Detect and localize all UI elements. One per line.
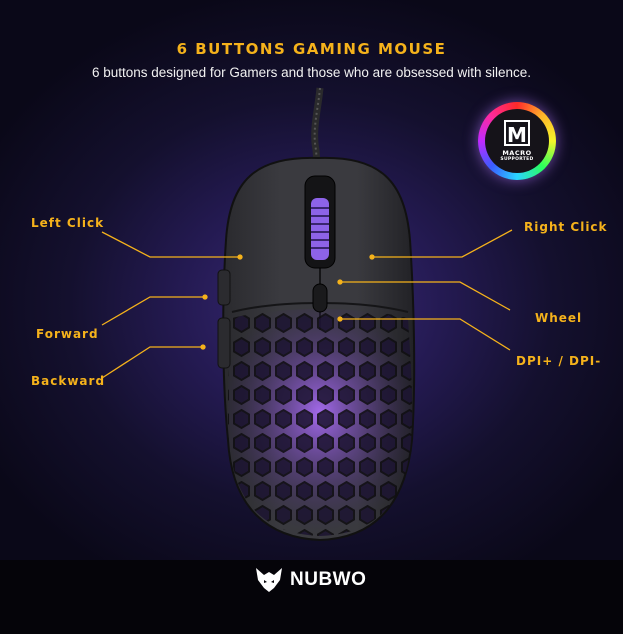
wheel-leader (340, 281, 511, 311)
label-backward: Backward (31, 374, 106, 388)
label-wheel: Wheel (535, 311, 583, 325)
wolf-head-icon (256, 568, 282, 592)
brand-name: NUBWO (290, 569, 367, 590)
page-subtitle: 6 buttons designed for Gamers and those … (91, 65, 531, 80)
backward-side-button (217, 317, 231, 369)
label-dpi: DPI+ / DPI- (516, 354, 602, 368)
backward-leader (101, 346, 203, 379)
macro-supported-badge: M MACRO SUPPORTED (478, 102, 556, 180)
label-left-click: Left Click (31, 216, 105, 230)
scroll-wheel (311, 198, 329, 260)
macro-icon: M (504, 120, 530, 147)
right-click-leader (372, 229, 513, 258)
forward-side-button (217, 269, 231, 306)
page-title: 6 BUTTONS GAMING MOUSE (176, 40, 447, 58)
forward-leader (101, 296, 205, 326)
dpi-button (312, 283, 328, 313)
brand-logo: NUBWO (254, 566, 366, 594)
dpi-leader (340, 318, 511, 351)
label-forward: Forward (36, 327, 99, 341)
label-right-click: Right Click (524, 220, 608, 234)
badge-center: M MACRO SUPPORTED (485, 109, 549, 173)
badge-line-2: SUPPORTED (500, 157, 534, 162)
badge-line-1: MACRO (502, 149, 532, 157)
left-click-leader (101, 231, 240, 258)
footer-band (0, 560, 623, 634)
